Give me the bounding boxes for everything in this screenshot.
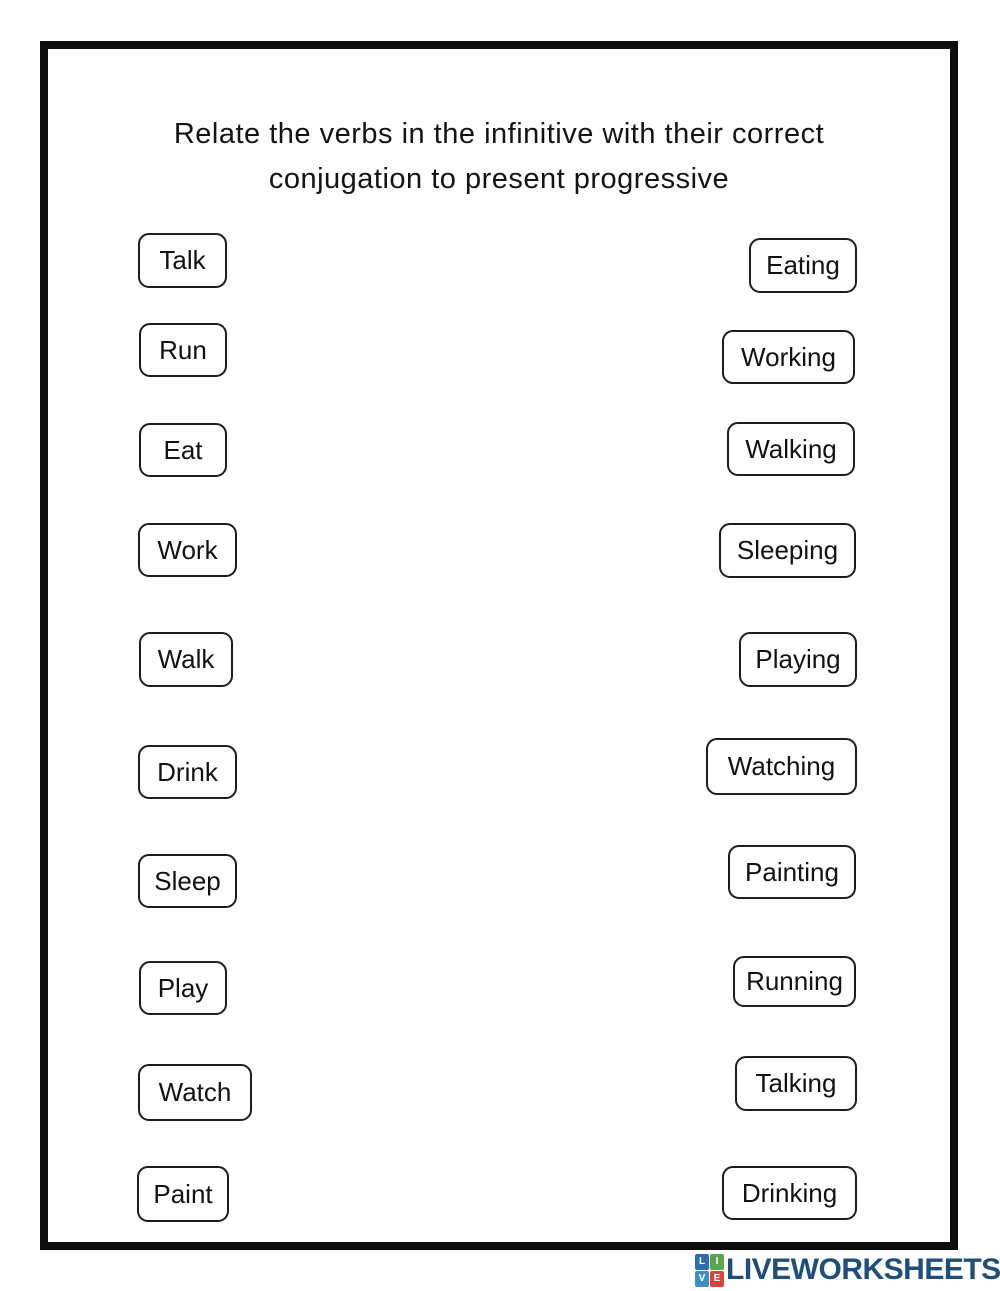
gerund-box-talking[interactable]: Talking — [735, 1056, 857, 1111]
infinitive-box-run[interactable]: Run — [139, 323, 227, 377]
title-line-2: conjugation to present progressive — [268, 163, 730, 195]
gerund-box-watching[interactable]: Watching — [706, 738, 857, 795]
logo-tile-i: I — [710, 1253, 724, 1270]
gerund-box-painting[interactable]: Painting — [728, 845, 856, 899]
liveworksheets-brand-text: LIVEWORKSHEETS — [726, 1253, 1000, 1286]
infinitive-box-drink[interactable]: Drink — [138, 745, 237, 799]
infinitive-box-play[interactable]: Play — [139, 961, 227, 1015]
infinitive-box-talk[interactable]: Talk — [138, 233, 227, 288]
infinitive-box-sleep[interactable]: Sleep — [138, 854, 237, 908]
infinitive-box-paint[interactable]: Paint — [137, 1166, 229, 1222]
title-line-1: Relate the verbs in the infinitive with … — [173, 118, 825, 150]
logo-tile-l: L — [695, 1253, 709, 1270]
gerund-box-drinking[interactable]: Drinking — [722, 1166, 857, 1220]
gerund-box-running[interactable]: Running — [733, 956, 856, 1007]
gerund-box-working[interactable]: Working — [722, 330, 855, 384]
logo-tile-v: V — [695, 1270, 709, 1287]
gerund-box-sleeping[interactable]: Sleeping — [719, 523, 856, 578]
worksheet-title: Relate the verbs in the infinitive with … — [40, 112, 958, 202]
infinitive-box-walk[interactable]: Walk — [139, 632, 233, 687]
infinitive-box-work[interactable]: Work — [138, 523, 237, 577]
gerund-box-walking[interactable]: Walking — [727, 422, 855, 476]
liveworksheets-logo-icon: L I V E — [695, 1253, 724, 1287]
gerund-box-playing[interactable]: Playing — [739, 632, 857, 687]
liveworksheets-logo: L I V E LIVEWORKSHEETS — [695, 1253, 1000, 1287]
gerund-box-eating[interactable]: Eating — [749, 238, 857, 293]
logo-tile-e: E — [710, 1270, 724, 1287]
infinitive-box-watch[interactable]: Watch — [138, 1064, 252, 1121]
infinitive-box-eat[interactable]: Eat — [139, 423, 227, 477]
